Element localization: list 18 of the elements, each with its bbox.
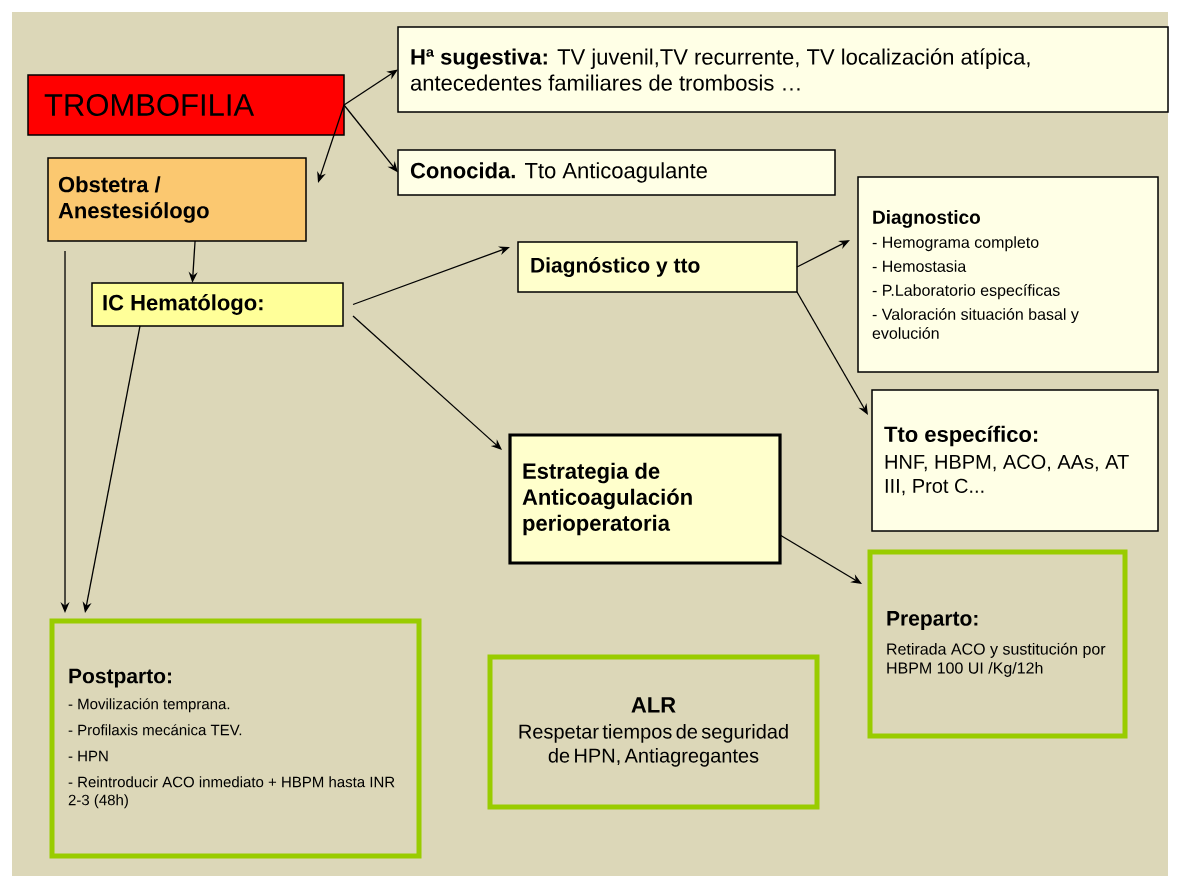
list-box: Diagnostico - Hemograma completo - Hemostasia - P.Laboratorio específicas - Valoración situación basal y evolución: [857, 176, 1159, 373]
arrow: [779, 534, 862, 584]
arrow: [796, 240, 850, 268]
arrow: [343, 69, 398, 106]
note-box: ALR Respetar tiempos de seguridad de HPN, Antiagregantes: [487, 654, 820, 810]
title-box: TROMBOFILIA: [27, 74, 345, 136]
process-box: Diagnóstico y tto: [517, 241, 798, 293]
process-box: Estrategia de Anticoagulación perioperatoria: [508, 433, 782, 565]
outcome-box: Postparto: - Movilización temprana. - Profilaxis mecánica TEV. - HPN - Reintroducir ACO inmediato + HBPM hasta INR 2-3 (48h): [49, 618, 422, 859]
process-box: Obstetra / Anestesiólogo: [47, 157, 307, 242]
process-box: IC Hematólogo:: [91, 282, 344, 327]
arrow: [352, 315, 502, 450]
arrow: [352, 246, 510, 306]
list-box: Tto específico: HNF, HBPM, ACO, AAs, AT III, Prot C...: [871, 389, 1159, 532]
outcome-box: Preparto: Retirada ACO y sustitución por HBPM 100 UI /Kg/12h: [867, 549, 1128, 739]
arrow: [796, 291, 868, 415]
info-box: Conocida. Tto Anticoagulante: [397, 149, 836, 196]
info-box: Hª sugestiva: TV juvenil,TV recurrente, TV localización atípica, antecedentes familiares de trombosis …: [397, 26, 1169, 113]
